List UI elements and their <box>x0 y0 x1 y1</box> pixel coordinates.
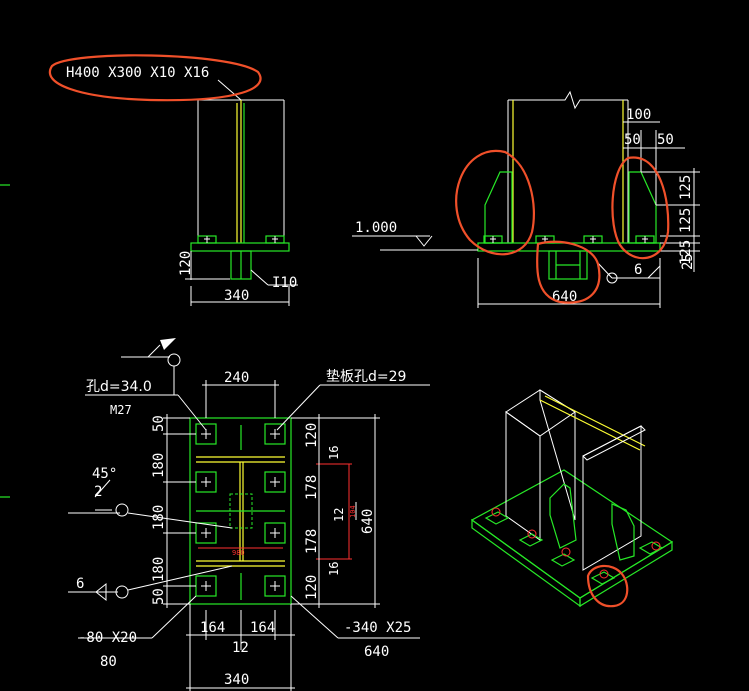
base-plate-plan <box>189 417 292 605</box>
weld-size: 6 <box>634 262 642 278</box>
isometric-view <box>470 389 674 608</box>
dim-center-small: 980 <box>232 549 245 557</box>
dim-front-width: 340 <box>224 288 249 304</box>
weld-angle: 45° <box>92 466 117 482</box>
dim-right-640: 640 <box>360 509 376 534</box>
section-label: H400 X300 X10 X16 <box>66 65 209 81</box>
plan-view <box>68 338 430 691</box>
dim-left-50b: 50 <box>151 588 167 605</box>
markup-right-stiffener <box>611 156 670 260</box>
dim-125c: 125 <box>678 240 694 265</box>
markup-circles <box>48 54 670 608</box>
level-mark: 1.000 <box>355 220 397 236</box>
washer-hole-label: 垫板孔d=29 <box>326 369 406 385</box>
dim-left-50a: 50 <box>151 415 167 432</box>
dim-bottom-12: 12 <box>232 640 249 656</box>
dim-right-16a: 16 <box>327 446 341 460</box>
dim-240: 240 <box>224 370 249 386</box>
markup-left-stiffener <box>455 149 535 256</box>
markup-shear-key <box>535 240 601 304</box>
iso-base-plate <box>470 469 674 599</box>
dim-right-16b: 16 <box>327 562 341 576</box>
washer-plate-label: -80 X20 <box>78 630 137 646</box>
dim-right-12: 12 <box>332 508 346 522</box>
dim-right-178b: 178 <box>304 529 320 554</box>
dim-50b: 50 <box>657 132 674 148</box>
shear-key-label: I10 <box>272 275 297 291</box>
iso-washers <box>484 507 664 585</box>
weld-6: 6 <box>76 576 84 592</box>
dim-25: 25 <box>680 253 696 270</box>
dim-left-180c: 180 <box>151 557 167 582</box>
dim-left-180b: 180 <box>151 505 167 530</box>
base-plate-label: -340 X25 <box>344 620 411 636</box>
stiffener-right <box>628 171 657 244</box>
dim-right-120b: 120 <box>304 575 320 600</box>
hole-label: 孔d=34.0 <box>86 379 152 395</box>
washer-grid <box>195 423 286 597</box>
dim-125b: 125 <box>678 208 694 233</box>
dim-bottom-164b: 164 <box>250 620 275 636</box>
dim-50a: 50 <box>624 132 641 148</box>
base-plate-width: 640 <box>364 644 389 660</box>
front-elevation <box>185 79 298 306</box>
markup-iso-washer <box>586 564 629 608</box>
dim-bottom-340: 340 <box>224 672 249 688</box>
washer-plate-width: 80 <box>100 654 117 670</box>
dim-right-120a: 120 <box>304 423 320 448</box>
dim-left-180a: 180 <box>151 453 167 478</box>
dim-100: 100 <box>626 107 651 123</box>
weld-2: 2 <box>94 484 102 500</box>
dim-right-tiny: 104 <box>349 505 357 518</box>
side-elevation <box>352 90 700 308</box>
dim-right-178a: 178 <box>304 475 320 500</box>
base-plate-front <box>190 242 290 252</box>
dim-125a: 125 <box>678 175 694 200</box>
dim-front-height: 120 <box>178 251 194 276</box>
shear-key-side <box>548 250 588 280</box>
dim-bottom-164a: 164 <box>200 620 225 636</box>
markup-section-label <box>48 54 262 102</box>
bolt-label: M27 <box>110 403 132 417</box>
